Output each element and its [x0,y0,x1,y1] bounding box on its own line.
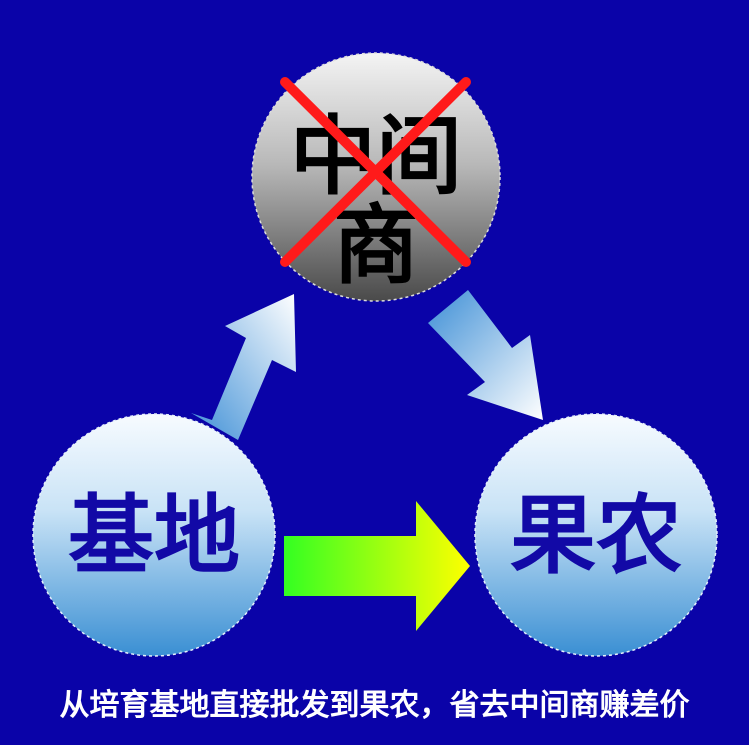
arrow-base-to-middleman [191,294,296,440]
caption-text: 从培育基地直接批发到果农，省去中间商赚差价 [59,688,690,723]
middleman-label-line2: 商 [333,196,419,296]
node-farmer: 果农 [474,413,718,657]
base-label: 基地 [68,486,240,586]
farmer-label: 果农 [510,486,682,586]
node-base: 基地 [32,413,276,657]
cross-mark-icon [280,77,471,267]
node-middleman: 中间 商 [251,52,501,302]
arrow-middleman-to-farmer [428,290,543,420]
middleman-label-line1: 中间 [290,107,462,207]
arrow-base-to-farmer [284,501,470,631]
